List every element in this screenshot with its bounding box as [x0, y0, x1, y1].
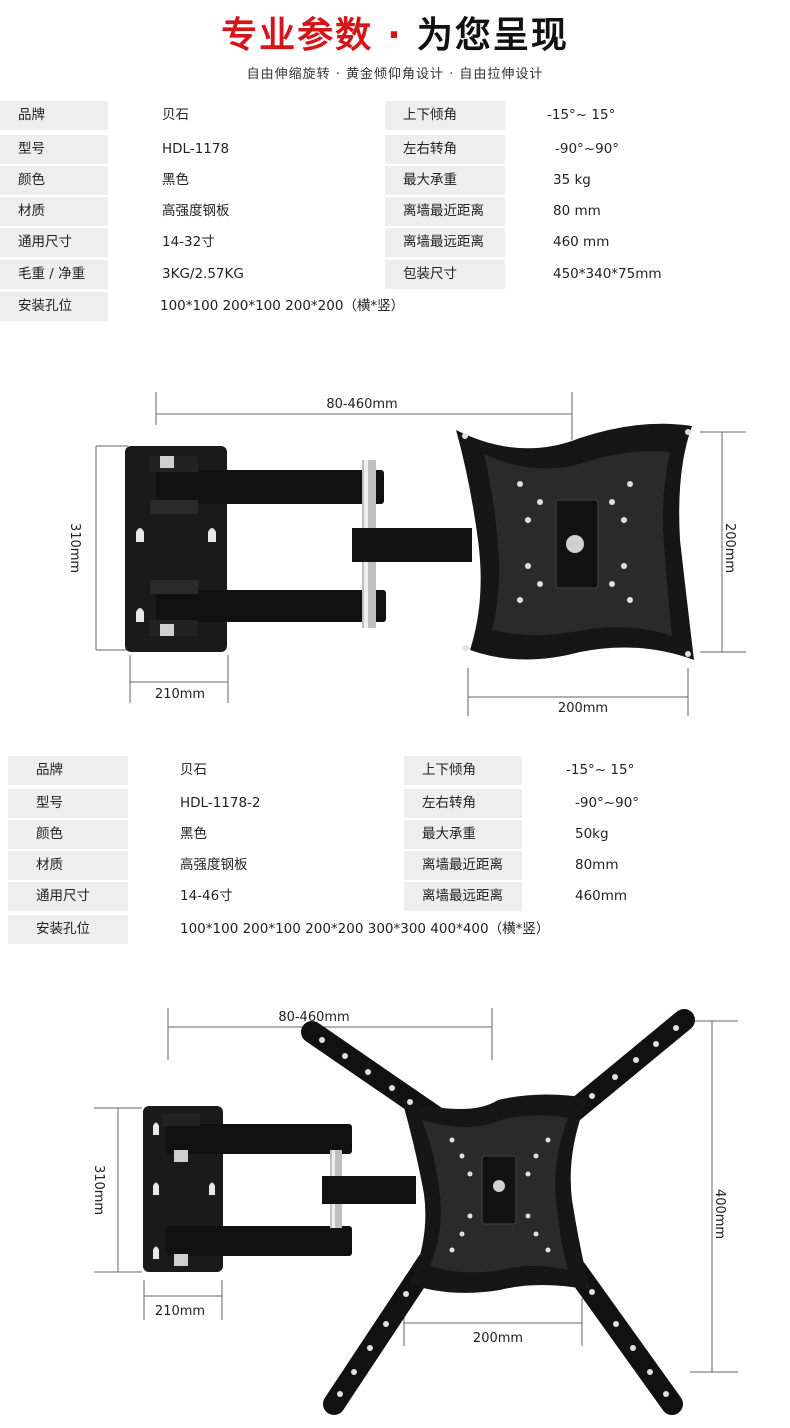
spec-value: -15°~ 15°: [566, 762, 635, 778]
dim-bottom-left-label: 210mm: [155, 1304, 205, 1319]
spec-row: 材质 高强度钢板 离墙最近距离 80mm: [0, 851, 790, 880]
spec-label: 颜色: [8, 820, 128, 849]
dim-left-label: 310mm: [91, 1165, 106, 1215]
spec-label: 材质: [0, 197, 108, 226]
spec-row: 品牌 贝石 上下倾角 -15°~ 15°: [0, 101, 790, 130]
spec-row: 通用尺寸 14-32寸 离墙最远距离 460 mm: [0, 228, 790, 257]
dimension-lines: [95, 392, 746, 716]
title-red-part: 专业参数: [221, 15, 374, 56]
spec-value: -15°~ 15°: [547, 107, 616, 123]
spec-value: 14-46寸: [180, 888, 233, 904]
dim-top-label: 80-460mm: [278, 1010, 349, 1025]
mount-diagram-1: 80-460mm 310mm 210mm 200mm 200mm: [67, 392, 746, 716]
spec-label: 颜色: [0, 166, 108, 195]
spec-value: HDL-1178: [162, 141, 230, 157]
spec-label: 最大承重: [404, 820, 522, 849]
mount-diagram-2: 80-460mm 310mm 210mm 400mm 200mm: [91, 1008, 738, 1415]
dim-bottom-right-label: 200mm: [473, 1331, 523, 1346]
title-dot: ·: [387, 15, 403, 56]
spec-label: 上下倾角: [404, 756, 522, 785]
spec-row: 品牌 贝石 上下倾角 -15°~ 15°: [0, 756, 790, 785]
spec-label: 通用尺寸: [8, 882, 128, 911]
spec-row: 型号 HDL-1178 左右转角 -90°~90°: [0, 135, 790, 164]
spec-value: 35 kg: [553, 172, 591, 188]
spec-row: 颜色 黑色 最大承重 35 kg: [0, 166, 790, 195]
spec-value: 14-32寸: [162, 234, 215, 250]
spec-value: 高强度钢板: [162, 203, 230, 219]
spec-value: 100*100 200*100 200*200（横*竖）: [160, 298, 405, 314]
spec-row: 毛重 / 净重 3KG/2.57KG 包装尺寸 450*340*75mm: [0, 260, 790, 289]
spec-value: 3KG/2.57KG: [162, 266, 244, 282]
mounting-holes: [319, 1025, 679, 1397]
spec-value: 450*340*75mm: [553, 266, 662, 282]
dim-right-label: 200mm: [722, 523, 737, 573]
spec-row: 颜色 黑色 最大承重 50kg: [0, 820, 790, 849]
spec-value: 50kg: [575, 826, 609, 842]
arm-assembly: [150, 456, 472, 636]
dim-right-label: 400mm: [712, 1189, 727, 1239]
spec-value: 黑色: [162, 172, 189, 188]
tv-plate-holes: [462, 429, 691, 657]
spec-value: 100*100 200*100 200*200 300*300 400*400（…: [180, 921, 550, 937]
spec-label: 上下倾角: [385, 101, 505, 130]
spec-label: 安装孔位: [8, 915, 128, 944]
page-header: 专业参数 · 为您呈现 自由伸缩旋转 · 黄金倾仰角设计 · 自由拉伸设计: [0, 0, 790, 90]
dimension-lines: [94, 1008, 738, 1373]
arm-assembly: [162, 1114, 416, 1266]
spec-label: 安装孔位: [0, 292, 108, 321]
spec-label: 包装尺寸: [385, 260, 505, 289]
page-title: 专业参数 · 为您呈现: [0, 6, 790, 58]
spec-label: 离墙最远距离: [385, 228, 505, 257]
tv-plate: [402, 1094, 590, 1293]
spec-value: 贝石: [162, 107, 189, 123]
dim-bottom-left-label: 210mm: [155, 687, 205, 702]
spec-label: 离墙最近距离: [404, 851, 522, 880]
spec-row: 安装孔位 100*100 200*100 200*200（横*竖）: [0, 292, 790, 321]
spec-label: 离墙最远距离: [404, 882, 522, 911]
dim-top-label: 80-460mm: [326, 397, 397, 412]
spec-row: 材质 高强度钢板 离墙最近距离 80 mm: [0, 197, 790, 226]
spec-label: 毛重 / 净重: [0, 260, 108, 289]
spec-label: 型号: [8, 789, 128, 818]
spec-label: 通用尺寸: [0, 228, 108, 257]
page-subtitle: 自由伸缩旋转 · 黄金倾仰角设计 · 自由拉伸设计: [246, 67, 544, 82]
spec-value: HDL-1178-2: [180, 795, 261, 811]
spec-value: 黑色: [180, 826, 207, 842]
spec-row: 安装孔位 100*100 200*100 200*200 300*300 400…: [0, 915, 790, 944]
spec-row: 型号 HDL-1178-2 左右转角 -90°~90°: [0, 789, 790, 818]
spec-value: 高强度钢板: [180, 857, 248, 873]
tv-plate: [456, 423, 694, 660]
spec-label: 左右转角: [385, 135, 505, 164]
title-black-part: 为您呈现: [416, 15, 569, 56]
dim-left-label: 310mm: [67, 523, 82, 573]
spec-label: 型号: [0, 135, 108, 164]
spec-label: 材质: [8, 851, 128, 880]
spec-value: 贝石: [180, 762, 207, 778]
spec-value: -90°~90°: [555, 141, 620, 157]
spec-label: 品牌: [0, 101, 108, 130]
dim-bottom-right-label: 200mm: [558, 701, 608, 716]
spec-value: 80 mm: [553, 203, 601, 219]
spec-value: 460 mm: [553, 234, 610, 250]
spec-value: 460mm: [575, 888, 628, 904]
spec-label: 品牌: [8, 756, 128, 785]
spec-row: 通用尺寸 14-46寸 离墙最远距离 460mm: [0, 882, 790, 911]
spec-label: 左右转角: [404, 789, 522, 818]
spec-label: 最大承重: [385, 166, 505, 195]
spec-value: 80mm: [575, 857, 619, 873]
spec-value: -90°~90°: [575, 795, 640, 811]
spec-label: 离墙最近距离: [385, 197, 505, 226]
